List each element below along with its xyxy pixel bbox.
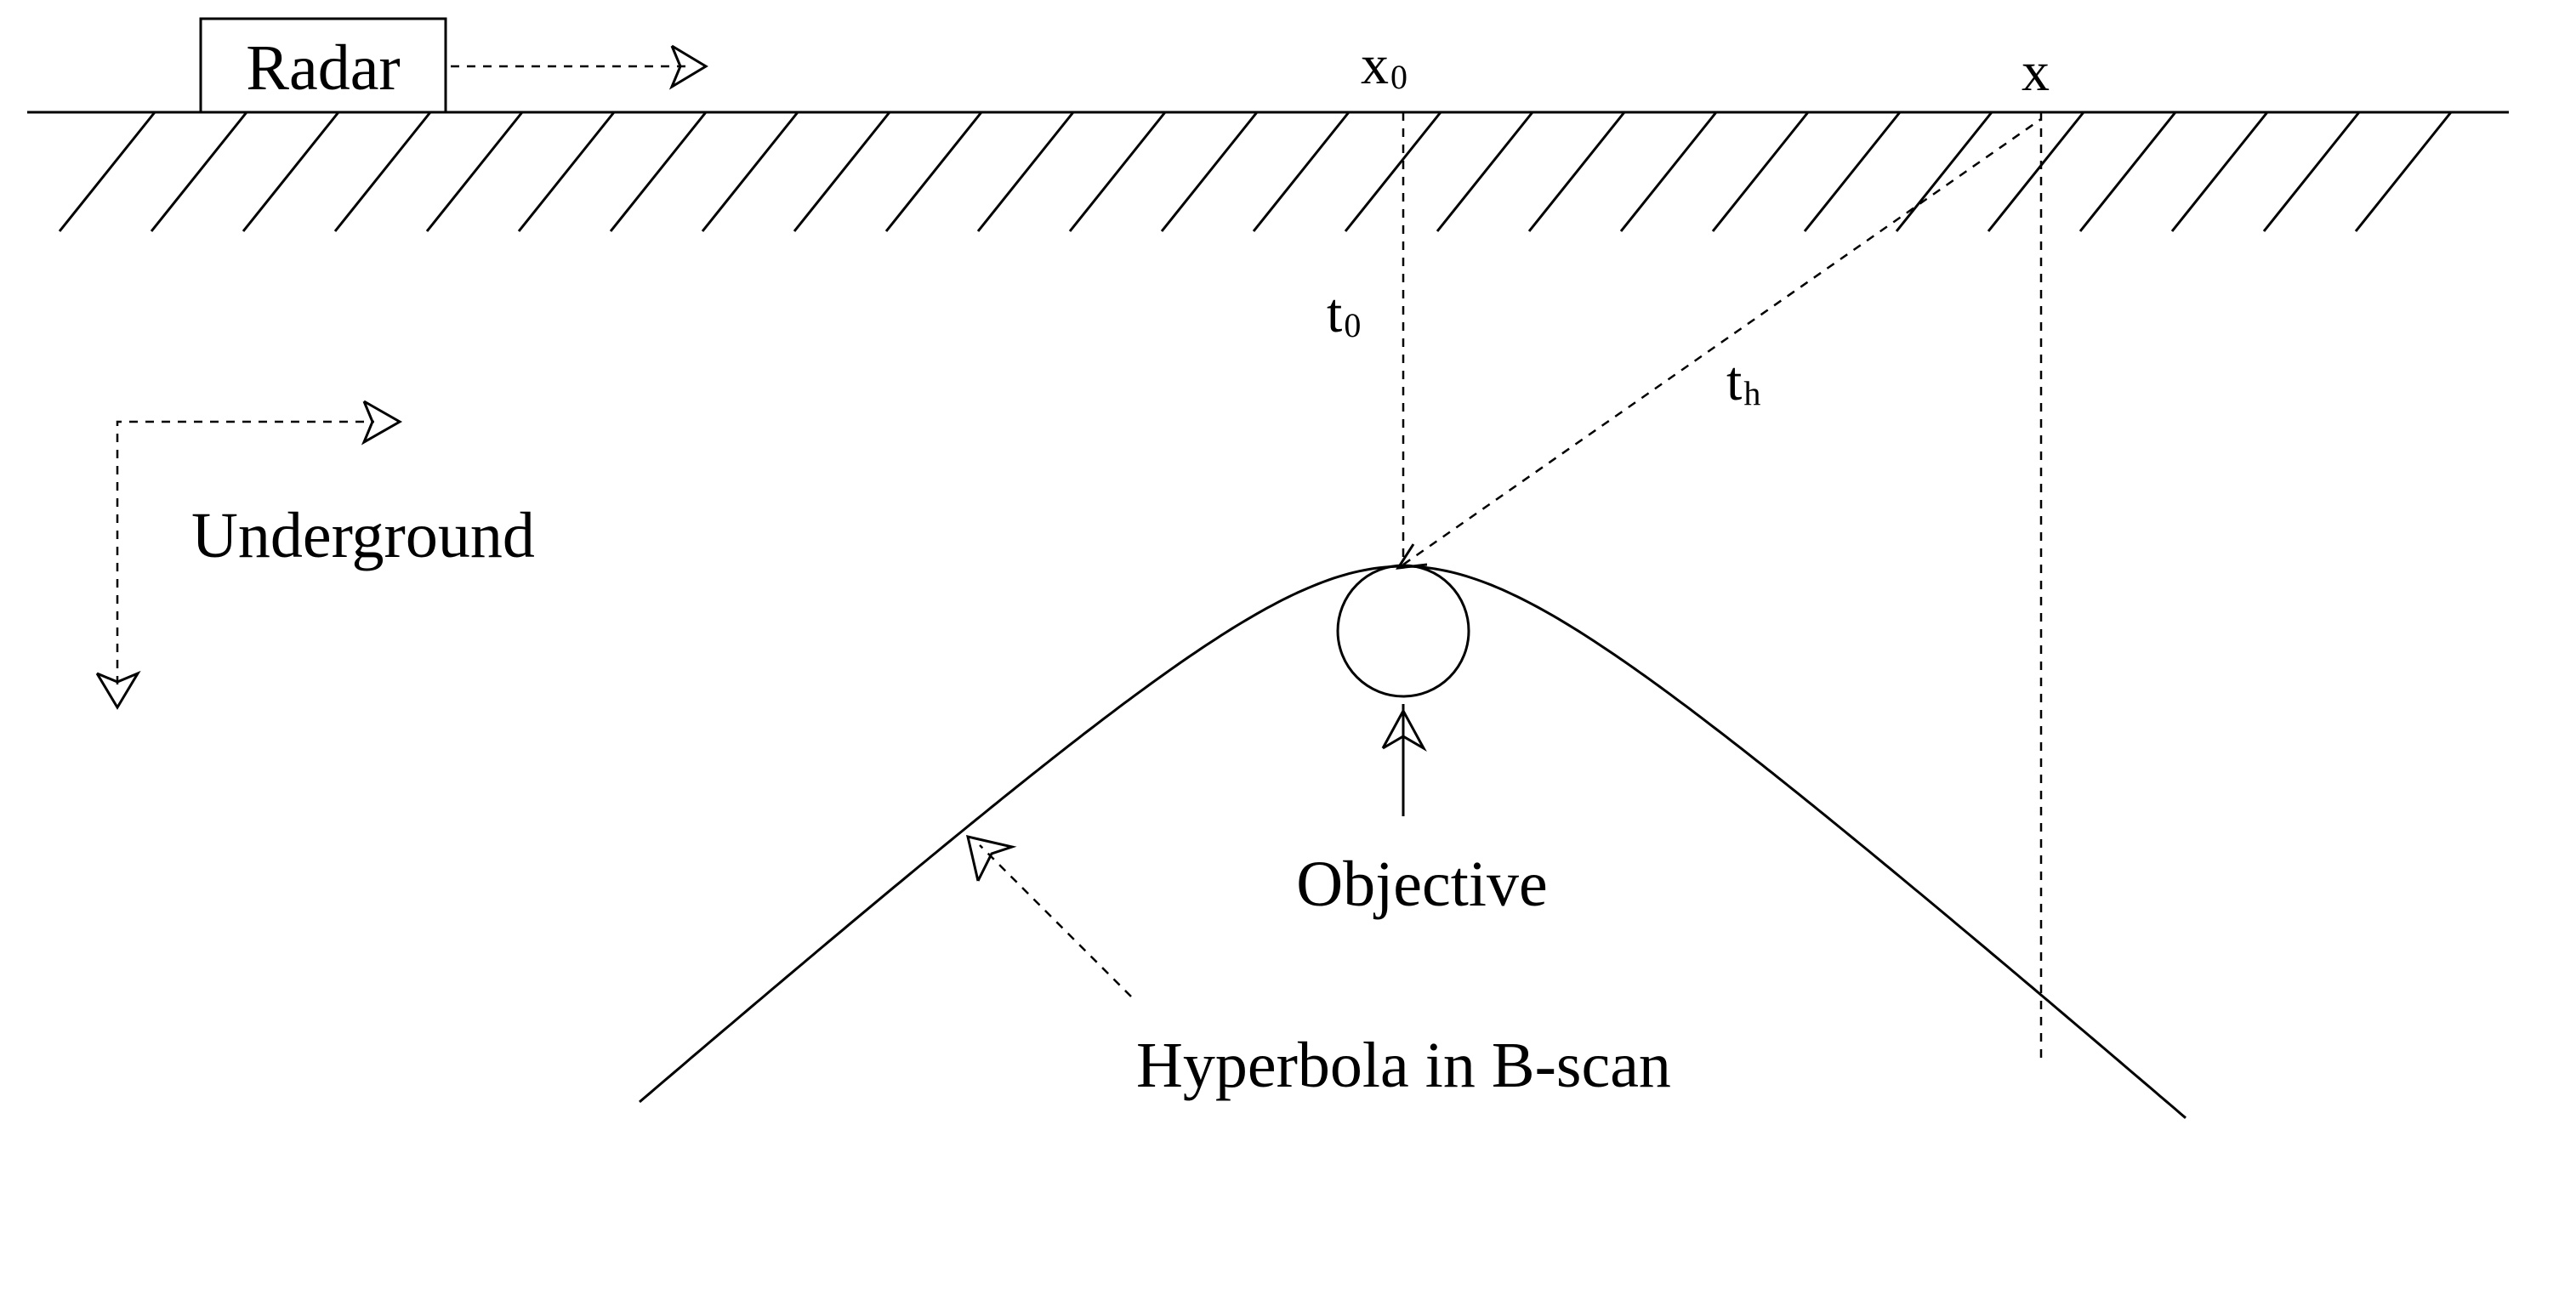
- objective-arrowhead: [1381, 707, 1427, 752]
- t0-label: t0: [1327, 282, 1361, 344]
- t0-main: t: [1327, 282, 1342, 344]
- hatch-stroke: [1252, 111, 1351, 232]
- radar-direction-arrowhead: [668, 44, 708, 90]
- hatch-stroke: [1987, 111, 2085, 232]
- hatch-stroke: [701, 111, 799, 232]
- hatch-stroke: [2262, 111, 2361, 232]
- objective-label: Objective: [1296, 849, 1547, 920]
- hatch-stroke: [1711, 111, 1810, 232]
- hatch-stroke: [1803, 111, 1902, 232]
- x0-main: x: [1361, 34, 1389, 96]
- hatch-stroke: [609, 111, 708, 232]
- th-main: t: [1726, 350, 1742, 412]
- hatch-stroke: [2170, 111, 2269, 232]
- t0-subscript: 0: [1344, 306, 1361, 344]
- hatch-stroke: [425, 111, 524, 232]
- hatch-stroke: [242, 111, 340, 232]
- hatch-stroke: [58, 111, 156, 232]
- objective-circle: [1336, 564, 1470, 698]
- hatch-stroke: [1160, 111, 1259, 232]
- hatch-stroke: [2078, 111, 2177, 232]
- hyperbola-pointer-line: [979, 844, 1132, 997]
- hatch-stroke: [333, 111, 432, 232]
- underground-down-arrowhead: [95, 670, 141, 710]
- radar-label: Radar: [246, 32, 400, 104]
- hyperbola-pointer-arrowhead: [965, 834, 1017, 882]
- hatch-stroke: [1895, 111, 1993, 232]
- hatch-stroke: [1436, 111, 1534, 232]
- hatch-stroke: [1344, 111, 1442, 232]
- underground-label: Underground: [191, 500, 535, 571]
- hatch-stroke: [976, 111, 1075, 232]
- ground-hatching: [58, 111, 2453, 232]
- hatch-stroke: [1619, 111, 1718, 232]
- x0-subscript: 0: [1390, 58, 1407, 96]
- hatch-stroke: [1068, 111, 1167, 232]
- hatch-stroke: [793, 111, 891, 232]
- hatch-stroke: [150, 111, 248, 232]
- hatch-stroke: [2354, 111, 2453, 232]
- hatch-stroke: [884, 111, 983, 232]
- th-path-line: [1402, 117, 2042, 566]
- hatch-stroke: [1527, 111, 1626, 232]
- th-label: th: [1726, 350, 1760, 412]
- hatch-stroke: [517, 111, 616, 232]
- x-label: x: [2022, 41, 2050, 103]
- radar-box: [199, 17, 447, 114]
- underground-right-arrowhead: [361, 400, 403, 446]
- th-subscript: h: [1743, 374, 1760, 412]
- hyperbola-label: Hyperbola in B-scan: [1136, 1030, 1671, 1101]
- underground-axes: [116, 420, 374, 684]
- x0-label: x0: [1361, 34, 1407, 96]
